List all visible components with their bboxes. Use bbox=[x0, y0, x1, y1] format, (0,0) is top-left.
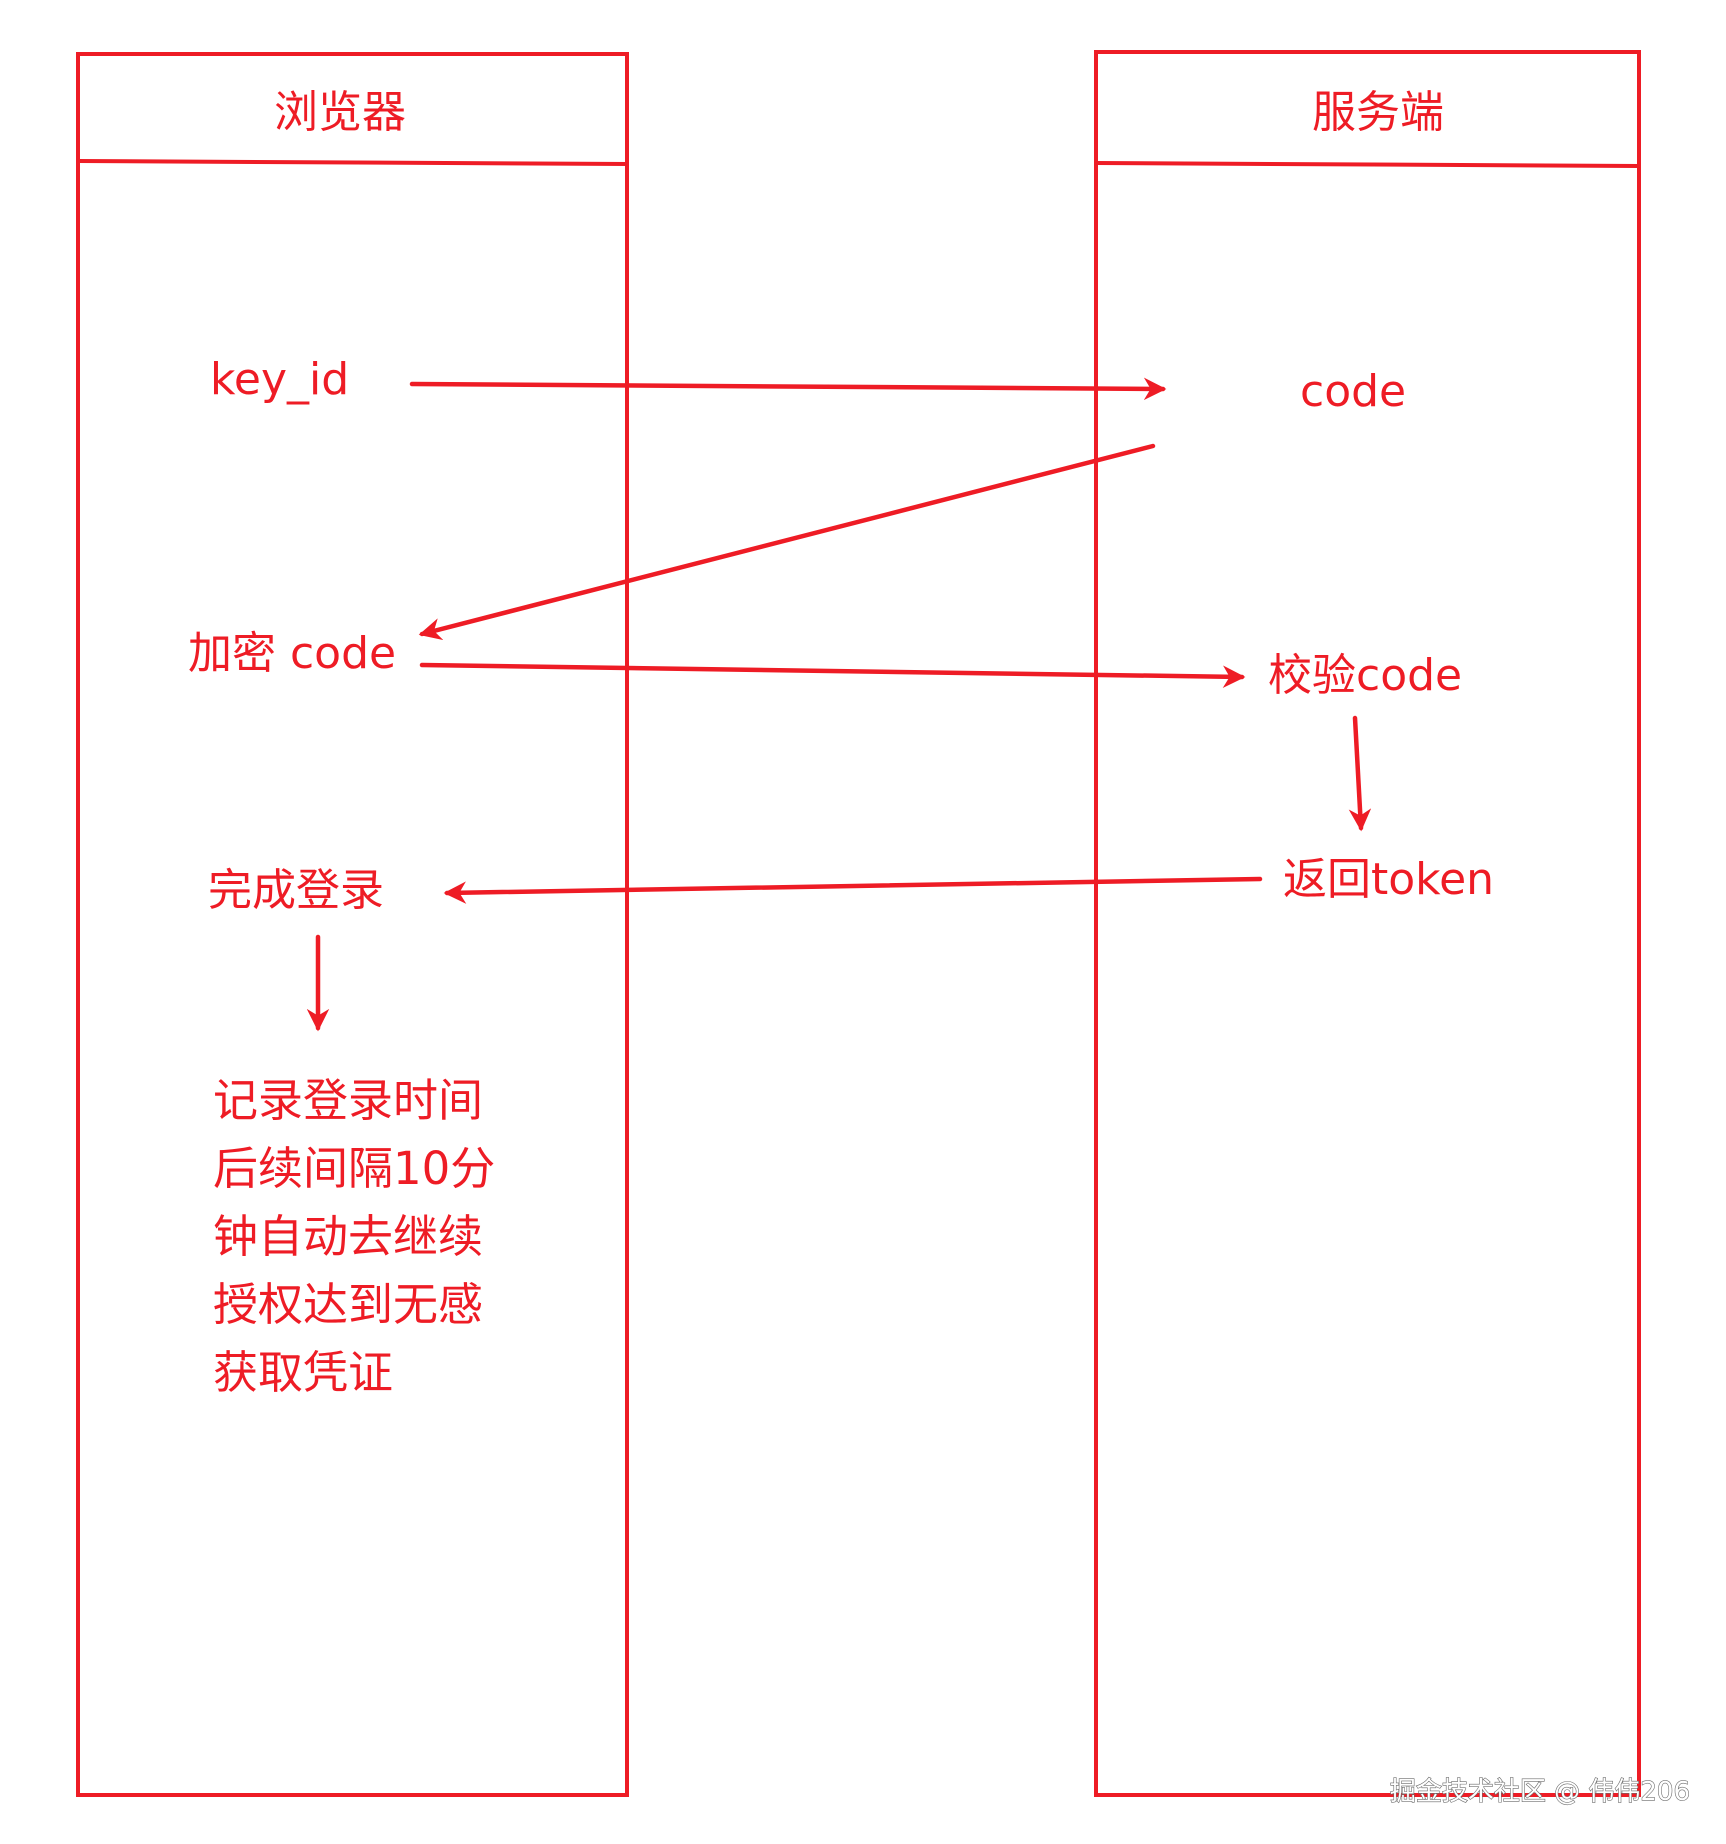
browser-lane-box bbox=[76, 52, 629, 1797]
note-line: 记录登录时间 bbox=[213, 1074, 483, 1127]
node-encrypted-code: 加密 code bbox=[188, 628, 396, 679]
watermark-text: 掘金技术社区 @ 伟伟206 bbox=[1390, 1777, 1690, 1807]
node-login-done: 完成登录 bbox=[208, 865, 384, 916]
arrow-keyid-to-code bbox=[409, 377, 1167, 401]
server-lane-title: 服务端 bbox=[1312, 87, 1444, 138]
server-lane-header-divider bbox=[1095, 161, 1640, 168]
note-line: 后续间隔10分 bbox=[213, 1142, 495, 1195]
node-verify-code: 校验code bbox=[1268, 650, 1462, 701]
note-line: 获取凭证 bbox=[213, 1346, 393, 1399]
node-code: code bbox=[1300, 366, 1406, 417]
browser-lane-title: 浏览器 bbox=[274, 87, 406, 138]
arrow-return-token-to-login-done bbox=[443, 876, 1263, 904]
edges bbox=[306, 377, 1372, 1032]
note-text: 记录登录时间 后续间隔10分 钟自动去继续 授权达到无感 获取凭证 bbox=[213, 1074, 495, 1399]
browser-lane-header-divider bbox=[77, 159, 629, 166]
arrow-code-to-encrypted-code bbox=[418, 443, 1156, 641]
server-lane-box bbox=[1094, 50, 1641, 1797]
note-line: 授权达到无感 bbox=[213, 1278, 483, 1331]
node-return-token: 返回token bbox=[1283, 854, 1494, 905]
browser-lane: 浏览器 bbox=[76, 52, 629, 1797]
node-key-id: key_id bbox=[210, 354, 349, 405]
server-lane: 服务端 bbox=[1094, 50, 1641, 1797]
arrow-verify-to-return-token bbox=[1348, 715, 1372, 832]
note-line: 钟自动去继续 bbox=[213, 1210, 483, 1263]
arrow-encrypted-code-to-verify bbox=[419, 662, 1246, 688]
